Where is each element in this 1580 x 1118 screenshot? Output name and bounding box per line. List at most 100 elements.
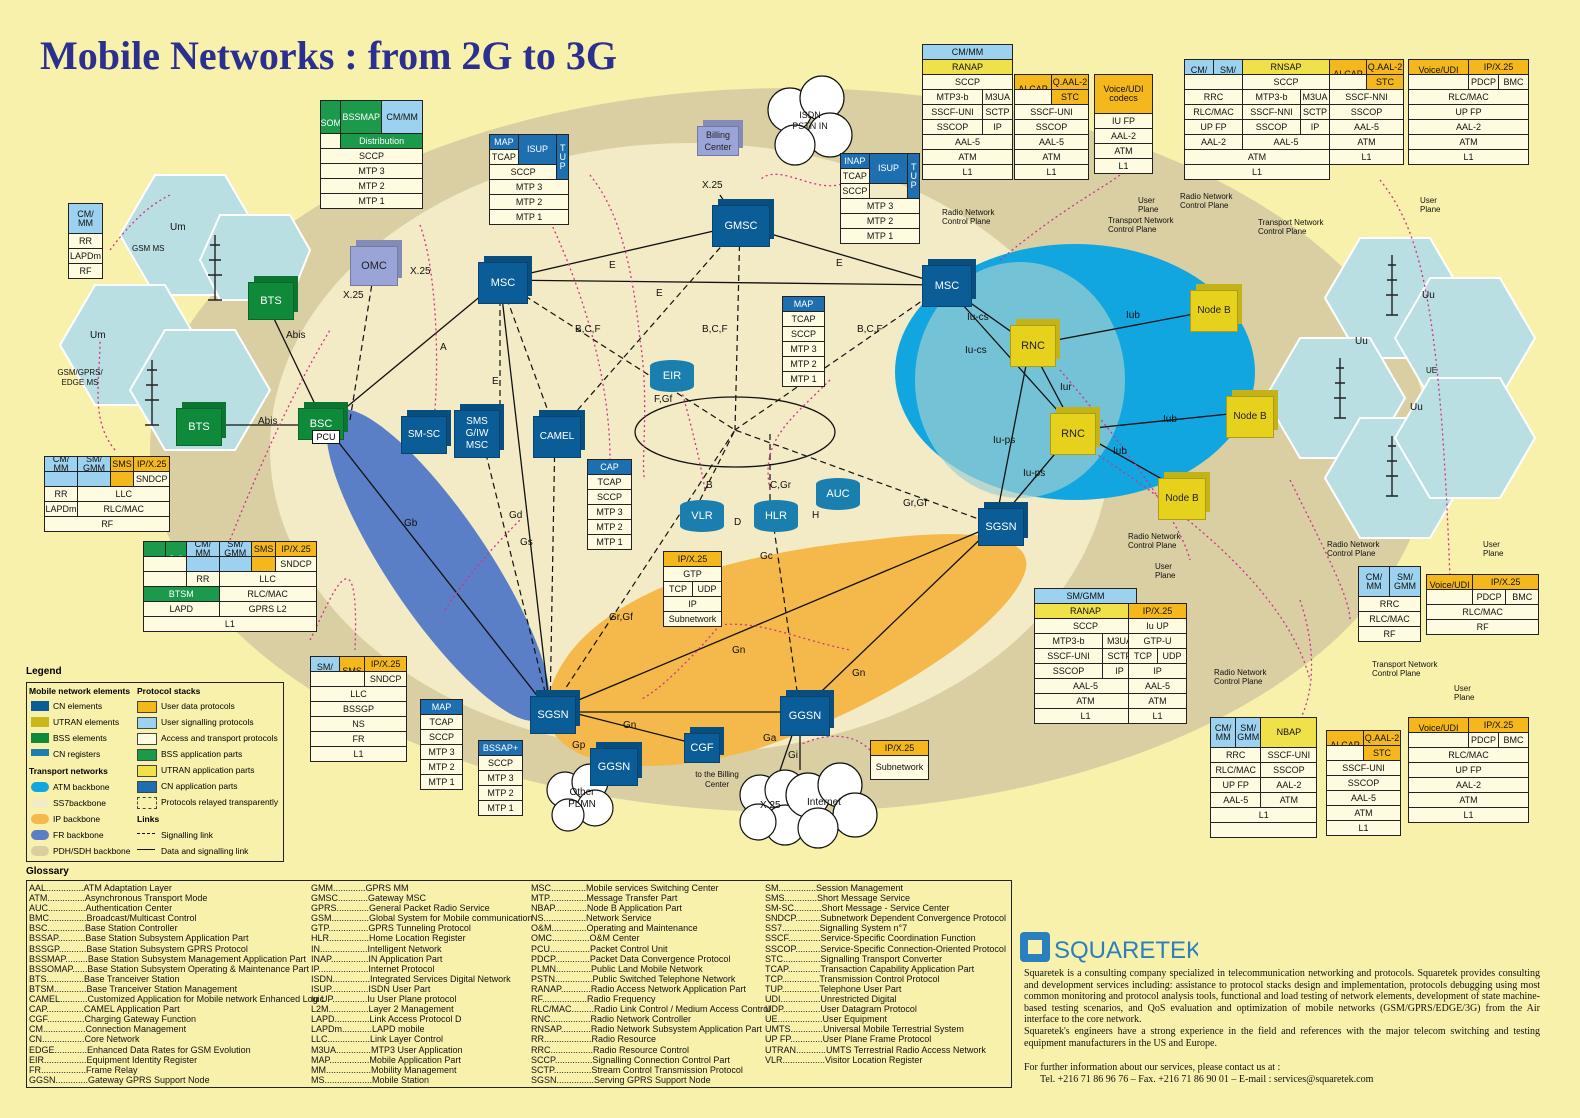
link-label-gd: Gd bbox=[509, 510, 523, 521]
stack-cell: SSCF-UNI bbox=[1260, 747, 1318, 763]
glossary-entry: STC...............Signalling Transport C… bbox=[765, 953, 943, 964]
link-label-d: D bbox=[734, 517, 742, 528]
stack-cell: TCP bbox=[663, 581, 693, 597]
link-label-uu3: Uu bbox=[1410, 402, 1423, 413]
legend-elements-title: Mobile network elements bbox=[29, 686, 131, 696]
stack-cell: BMC bbox=[1498, 74, 1529, 90]
stack-cell: RRC bbox=[1184, 89, 1243, 105]
stack-cell bbox=[77, 471, 111, 487]
glossary-entry: INAP...............IN Application Part bbox=[311, 953, 443, 964]
page-title: Mobile Networks : from 2G to 3G bbox=[40, 33, 617, 78]
stack-cell: L1 bbox=[310, 746, 407, 762]
stack-cell: Distribution bbox=[340, 133, 423, 149]
link-label-e4: E bbox=[492, 376, 499, 387]
stack-cell: RR bbox=[186, 571, 220, 587]
glossary-entry: UDI................Unrestricted Digital bbox=[765, 994, 897, 1005]
link-label-iub3: Iub bbox=[1113, 446, 1127, 457]
stack-cell: SCCP bbox=[782, 326, 825, 342]
sms_giw-node: SMS G/IW MSC bbox=[454, 410, 500, 458]
glossary-entry: RNC................Radio Network Control… bbox=[531, 1014, 692, 1025]
legend-bssapp-swatch bbox=[137, 749, 157, 761]
link-label-gb: Gb bbox=[404, 518, 418, 529]
stack-cell: ATM bbox=[1260, 792, 1318, 808]
stack-cell: L1 bbox=[1408, 149, 1529, 165]
antenna-icons bbox=[145, 235, 1398, 497]
link-label-abis_1: Abis bbox=[286, 330, 306, 341]
glossary-entry: GTP................GPRS Tunneling Protoc… bbox=[311, 923, 471, 934]
stack-cell: RR bbox=[68, 233, 103, 249]
legend-ip-swatch bbox=[31, 814, 49, 824]
legend-bss: BSS elements bbox=[53, 733, 107, 743]
glossary-entry: Iu UP..............Iu User Plane protoco… bbox=[311, 994, 457, 1005]
camel-node: CAMEL bbox=[533, 416, 581, 458]
ggsn_mid-node: GGSN bbox=[780, 696, 830, 736]
bts_bottom-node: BTS bbox=[176, 408, 222, 446]
glossary-entry: RR...................Radio Resource bbox=[531, 1034, 657, 1045]
stack-cell: MTP 3 bbox=[782, 341, 825, 357]
legend-ud: User data protocols bbox=[161, 701, 235, 711]
fr-backbone bbox=[326, 409, 550, 721]
stack-cell: SMS bbox=[251, 541, 277, 557]
stack-cell bbox=[1408, 732, 1469, 748]
plane-label-up2: User Plane bbox=[1420, 196, 1441, 214]
stack-cell: RF bbox=[44, 516, 171, 532]
glossary-entry: BTSM.............Base Tranceiver Station… bbox=[29, 983, 238, 994]
link-label-cgr: C,Gr bbox=[770, 480, 792, 491]
link-label-gp: Gp bbox=[572, 740, 586, 751]
stack-cell bbox=[1408, 74, 1469, 90]
stack-cell: SSCOP bbox=[1260, 762, 1318, 778]
stack-cell: Q.AAL-2 bbox=[1366, 59, 1404, 75]
legend-relay-swatch bbox=[137, 797, 157, 809]
stack-cell: RLC/MAC bbox=[1408, 89, 1529, 105]
stack-cell: UP FP bbox=[1210, 777, 1262, 793]
legend-reg-swatch bbox=[31, 749, 49, 756]
stack-cell bbox=[1326, 745, 1364, 761]
stack-cell: L1 bbox=[1408, 807, 1529, 823]
stack-cell bbox=[44, 471, 78, 487]
glossary-entry: BTS...............Base Tranceiver Statio… bbox=[29, 973, 180, 984]
stack-cell: AAL-2 bbox=[1184, 134, 1243, 150]
glossary-entry: OMC...............O&M Center bbox=[531, 933, 640, 944]
stack-cell: IP bbox=[663, 596, 722, 612]
plane-label-up4: User Plane bbox=[1483, 540, 1504, 558]
stack-cell: SSCOP bbox=[922, 119, 983, 135]
link-label-um2: Um bbox=[90, 330, 106, 341]
stack-cell: LLC bbox=[77, 486, 171, 502]
stack-cell: AAL-5 bbox=[1034, 678, 1137, 694]
legend-cnapp-swatch bbox=[137, 781, 157, 793]
stack-cell: L1 bbox=[1128, 708, 1187, 724]
stack-cell: MTP 2 bbox=[587, 519, 632, 535]
link-label-gn1: Gn bbox=[732, 645, 746, 656]
x25-cloud-label: X.25 bbox=[760, 800, 781, 811]
glossary-entry: M3UA..............MTP3 User Application bbox=[311, 1044, 463, 1055]
stack-cell: MTP 3 bbox=[587, 504, 632, 520]
stack-cell: MTP 2 bbox=[840, 213, 921, 229]
stack-cell: SCTP bbox=[982, 104, 1013, 120]
stack-cell: L1 bbox=[1014, 164, 1089, 180]
stack-cell: AAL-5 bbox=[1014, 134, 1089, 150]
clouds bbox=[546, 75, 878, 849]
stack-cell: ATM bbox=[1034, 693, 1137, 709]
stack-cell: L1 bbox=[1094, 158, 1153, 174]
stack-cell: SSCF-UNI bbox=[1034, 648, 1103, 664]
stack-cell: SCCP bbox=[1034, 618, 1137, 634]
stack-cell: RLC/MAC bbox=[218, 586, 317, 602]
pink-links bbox=[97, 173, 1451, 751]
stack-cell: LAPDm bbox=[44, 501, 78, 517]
glossary-entry: GPRS.............General Packet Radio Se… bbox=[311, 903, 490, 914]
stack-cell: RANAP bbox=[922, 59, 1013, 75]
stack-cell: MTP 1 bbox=[420, 774, 463, 790]
glossary-entry: BSC...............Base Station Controlle… bbox=[29, 923, 178, 934]
stack-cell: AAL-5 bbox=[1326, 790, 1401, 806]
link-label-uu2: Uu bbox=[1355, 336, 1368, 347]
link-label-iucs2: Iu-cs bbox=[965, 345, 987, 356]
link-label-iucs1: Iu-cs bbox=[967, 312, 989, 323]
stack-cell: SCCP bbox=[840, 183, 870, 199]
link-label-e3: E bbox=[836, 258, 843, 269]
legend-links-title: Links bbox=[137, 814, 160, 824]
stack-cell: IP/X.25 bbox=[275, 541, 317, 557]
glossary-entry: ISDN...............Integrated Services D… bbox=[311, 973, 511, 984]
link-label-a: A bbox=[440, 342, 447, 353]
